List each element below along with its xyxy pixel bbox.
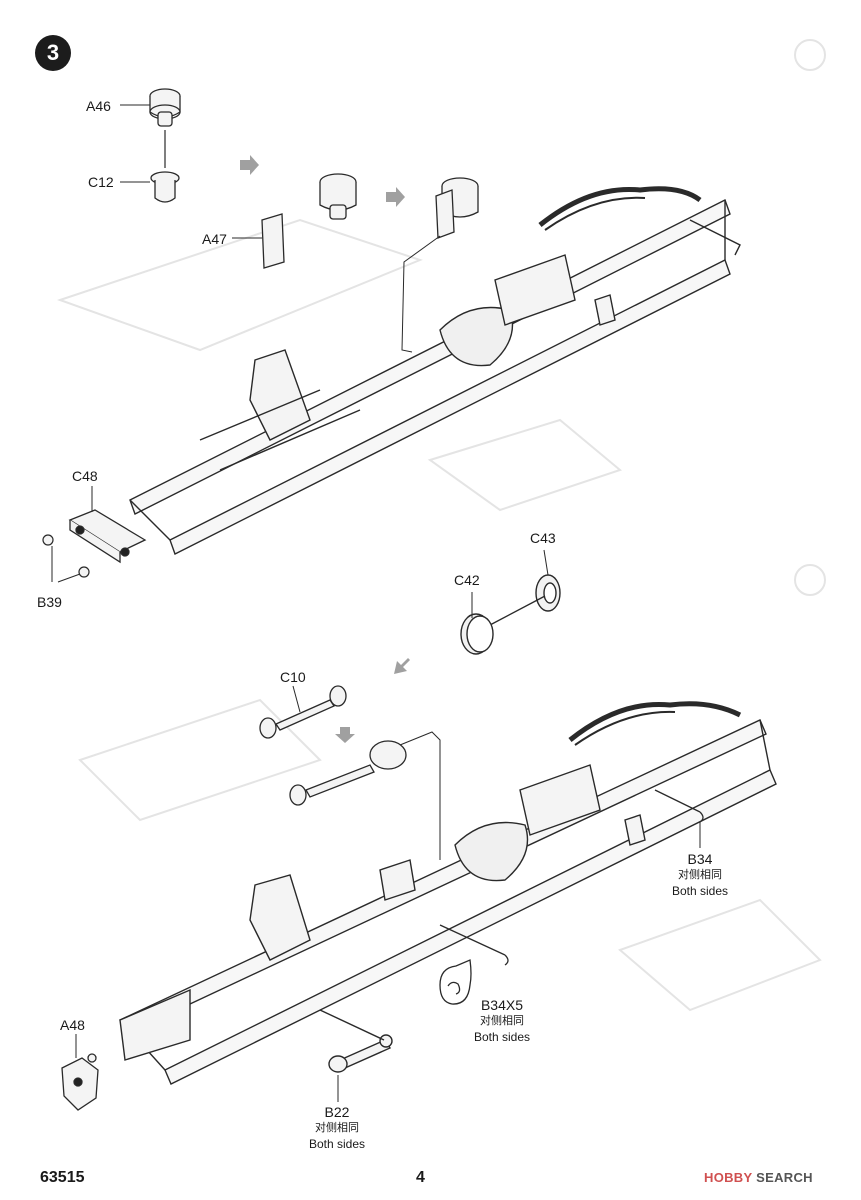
part-c48-bracket — [68, 509, 147, 564]
direction-arrows — [240, 155, 410, 743]
note-b22-en: Both sides — [308, 1137, 366, 1151]
note-b34: B34 对侧相同 Both sides — [660, 851, 740, 899]
part-label-c10: C10 — [280, 669, 306, 685]
part-label-c48: C48 — [72, 468, 98, 484]
ghost-lines — [56, 39, 826, 1012]
part-label-b39: B39 — [37, 594, 62, 610]
note-b34-cn: 对侧相同 — [678, 869, 722, 881]
arrow-down — [335, 727, 355, 743]
part-b34x5-rods — [439, 924, 509, 966]
chassis-frame-bottom — [119, 701, 777, 1085]
note-b34x5-cn: 对侧相同 — [480, 1015, 524, 1027]
part-label-b34x5: B34X5 — [480, 997, 524, 1013]
note-b22-cn: 对侧相同 — [315, 1122, 359, 1134]
arrow-down-left — [394, 658, 410, 674]
part-a48-hook — [61, 1053, 99, 1111]
part-c12-cylinder — [150, 171, 180, 203]
note-b34x5: B34X5 对侧相同 Both sides — [462, 997, 542, 1045]
step-number-badge: 3 — [35, 35, 71, 71]
watermark-part2: SEARCH — [756, 1170, 813, 1185]
note-b34x5-en: Both sides — [473, 1030, 531, 1044]
part-label-a46: A46 — [86, 98, 111, 114]
rotate-symbol-icon — [439, 959, 472, 1005]
part-label-b22: B22 — [324, 1104, 350, 1120]
part-c10-driveshaft — [259, 685, 347, 739]
part-driveshaft-assembled — [289, 740, 407, 806]
part-label-c12: C12 — [88, 174, 114, 190]
part-label-a47: A47 — [202, 231, 227, 247]
part-label-b34: B34 — [687, 851, 713, 867]
watermark-part1: HOBBY — [704, 1170, 753, 1185]
part-assembled-cylinder — [435, 177, 479, 239]
part-b39-fasteners — [42, 534, 90, 578]
part-b34-rod-right — [654, 789, 704, 823]
note-b22: B22 对侧相同 Both sides — [297, 1104, 377, 1152]
part-a46-cylinder — [149, 88, 181, 127]
note-b34-en: Both sides — [671, 884, 729, 898]
part-label-c43: C43 — [530, 530, 556, 546]
footer-page-number: 4 — [416, 1169, 425, 1186]
arrow-right-2 — [386, 187, 405, 207]
watermark: HOBBY SEARCH — [704, 1170, 813, 1185]
part-a47-assembly — [261, 173, 357, 269]
part-label-c42: C42 — [454, 572, 480, 588]
part-label-a48: A48 — [60, 1017, 85, 1033]
footer-product-code: 63515 — [40, 1169, 85, 1186]
part-b22-linkage — [319, 1009, 393, 1073]
arrow-right-1 — [240, 155, 259, 175]
chassis-frame-top — [129, 186, 741, 555]
part-c42-c43-wheels — [460, 574, 561, 655]
